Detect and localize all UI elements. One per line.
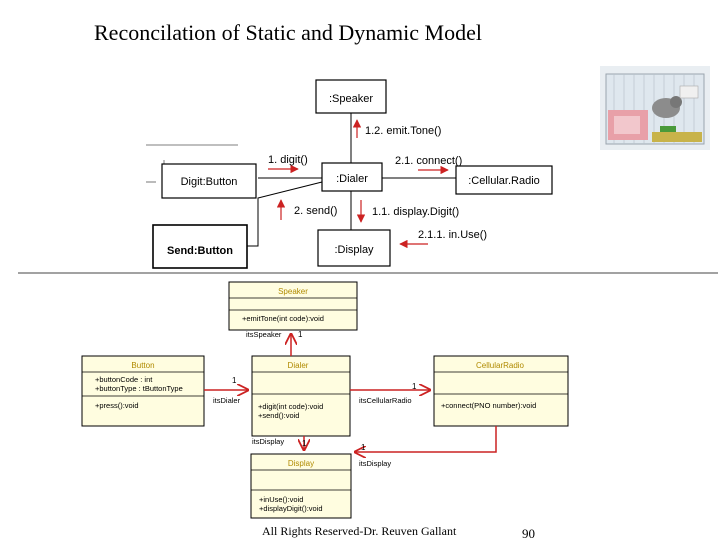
speaker-class-name: Speaker (278, 287, 308, 296)
display-digit-message: 1.1. display.Digit() (372, 206, 459, 218)
its-dialer-role: itsDialer (213, 396, 241, 405)
cellular-radio-class: CellularRadio +connect(PNO number):void (433, 355, 569, 427)
display-object-box (317, 229, 391, 267)
display-class-name: Display (288, 459, 314, 468)
display-class: Display +inUse():void +displayDigit():vo… (250, 453, 352, 519)
display-op-display-digit: +displayDigit():void (259, 504, 323, 513)
digit-message: 1. digit() (268, 154, 308, 166)
dialer-link-multiplicity: 1 (232, 376, 237, 385)
photo-drawing (600, 66, 710, 150)
page-number: 90 (522, 526, 535, 541)
footer-copyright: All Rights Reserved-Dr. Reuven Gallant (262, 524, 457, 538)
button-class-name: Button (131, 361, 154, 370)
speaker-multiplicity: 1 (298, 330, 303, 339)
its-cellular-radio-role: itsCellularRadio (359, 396, 412, 405)
button-op-press: +press():void (95, 401, 139, 410)
dialer-op-digit: +digit(int code):void (258, 402, 323, 411)
cellular-radio-class-name: CellularRadio (476, 361, 525, 370)
cellular-radio-multiplicity: 1 (412, 382, 417, 391)
slide-title: Reconcilation of Static and Dynamic Mode… (94, 20, 482, 45)
send-button-object-label: Send:Button (167, 245, 233, 257)
send-message: 2. send() (294, 205, 337, 217)
dialer-class: Dialer +digit(int code):void +send():voi… (251, 355, 351, 437)
speaker-class: Speaker +emitTone(int code):void (228, 281, 358, 331)
speaker-object-box (315, 79, 387, 114)
connect-message: 2.1. connect() (395, 155, 462, 167)
speaker-object-label: :Speaker (329, 93, 373, 105)
cellular-radio-object-label: :Cellular.Radio (468, 175, 540, 187)
dialer-class-name: Dialer (288, 361, 309, 370)
send-button-object-box (152, 224, 248, 269)
display-object-label: :Display (334, 244, 374, 256)
display-right-multiplicity: 1 (361, 443, 366, 452)
button-attr-code: +buttonCode : int (95, 375, 153, 384)
emit-tone-message: 1.2. emit.Tone() (365, 125, 441, 137)
cellular-radio-object-box (455, 165, 553, 195)
its-speaker-role: itsSpeaker (246, 330, 282, 339)
dialer-op-send: +send():void (258, 411, 299, 420)
message-arrows (268, 119, 449, 249)
digit-button-object-label: Digit:Button (181, 176, 238, 188)
display-op-in-use: +inUse():void (259, 495, 303, 504)
dialer-object-label: :Dialer (336, 173, 368, 185)
cellular-radio-op-connect: +connect(PNO number):void (441, 401, 536, 410)
hamster-cage-photo (600, 66, 710, 150)
speaker-op-emit-tone: +emitTone(int code):void (242, 314, 324, 323)
button-class: Button +buttonCode : int +buttonType : t… (81, 355, 205, 427)
collaboration-links (239, 113, 456, 247)
dialer-object-box (321, 162, 383, 192)
in-use-message: 2.1.1. in.Use() (418, 229, 487, 241)
associations (204, 334, 497, 452)
its-display-right-role: itsDisplay (359, 459, 391, 468)
its-display-left-role: itsDisplay (252, 437, 284, 446)
digit-button-object-box (161, 163, 257, 199)
button-attr-type: +buttonType : tButtonType (95, 384, 183, 393)
display-left-multiplicity: 1 (302, 439, 307, 448)
